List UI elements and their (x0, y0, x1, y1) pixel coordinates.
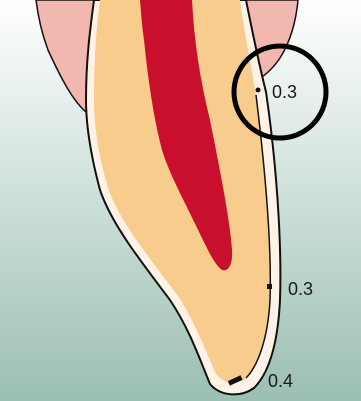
tick-mark-mid (267, 284, 272, 289)
measurement-label-mid: 0.3 (288, 279, 313, 299)
tick-mark-top (256, 88, 261, 93)
measurement-label-bottom: 0.4 (268, 371, 293, 391)
measurement-label-top: 0.3 (272, 82, 297, 102)
